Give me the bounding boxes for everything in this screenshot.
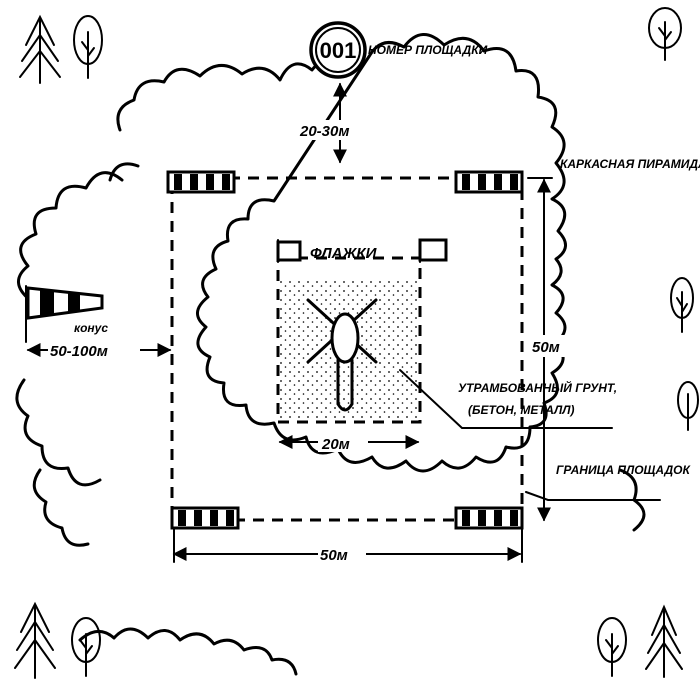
flags-label: ФЛАЖКИ — [310, 245, 378, 262]
boundary-leader — [525, 491, 661, 501]
deciduous-tree-icon — [597, 617, 627, 677]
frame-pyramid-label-text: КАРКАСНАЯ ПИРАМИДА — [560, 157, 700, 171]
helicopter-icon — [306, 298, 378, 412]
pyramid-marker-bottom-right — [454, 506, 524, 530]
compacted-ground-leader — [399, 369, 613, 429]
inner-width-label: 20м — [321, 436, 350, 453]
deciduous-tree-icon — [73, 15, 103, 79]
pyramid-marker-top-right — [454, 170, 524, 194]
deciduous-tree-icon — [670, 277, 694, 333]
pyramid-marker-top-left — [166, 170, 236, 194]
outer-width-label: 50м — [320, 547, 348, 564]
windsock-icon — [25, 285, 104, 343]
compacted-ground-label: УТРАМБОВАННЫЙ ГРУНТ, — [458, 379, 617, 395]
site-number-caption: НОМЕР ПЛОЩАДКИ — [368, 43, 488, 57]
deciduous-tree-icon — [677, 381, 699, 431]
fir-tree-icon — [19, 14, 61, 84]
boundary-label: ГРАНИЦА ПЛОЩАДОК — [556, 463, 692, 477]
deciduous-tree-icon — [71, 617, 101, 677]
fir-tree-icon — [645, 604, 683, 678]
side-height-label: 50м — [532, 339, 560, 356]
compacted-ground-alt-label: (БЕТОН, МЕТАЛЛ) — [468, 403, 575, 417]
site-number: 001 — [320, 38, 357, 63]
distance-to-number-label: 20-30м — [299, 123, 349, 140]
site-number-sign: 001 — [309, 21, 367, 79]
cone-distance-label: 50-100м — [50, 343, 108, 360]
cone-label: конус — [74, 321, 108, 335]
outer-site-boundary — [170, 176, 524, 522]
flag-right — [418, 238, 448, 263]
forest-boundary-outer — [15, 162, 646, 676]
frame-pyramid-label: КАРКАСНАЯ ПИРАМИДА — [560, 157, 700, 171]
pyramid-marker-bottom-left — [170, 506, 240, 530]
boundary-label-text: ГРАНИЦА ПЛОЩАДОК — [556, 463, 692, 477]
flag-left — [276, 239, 302, 263]
deciduous-tree-icon — [648, 7, 682, 61]
fir-tree-icon — [14, 601, 56, 679]
